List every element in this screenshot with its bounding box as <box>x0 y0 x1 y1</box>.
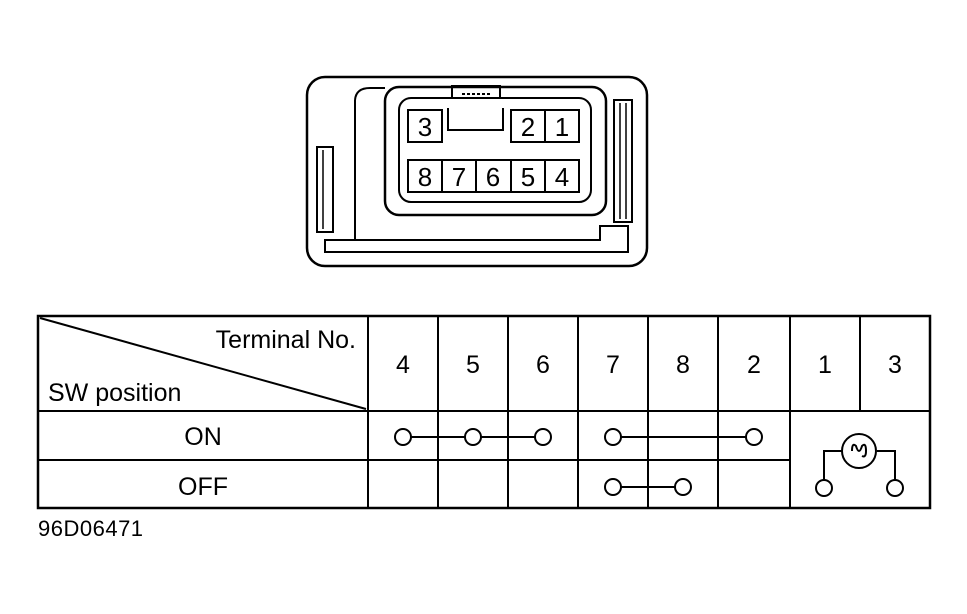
connector-outer-housing <box>305 75 649 268</box>
sw-position-header: SW position <box>48 379 181 407</box>
terminal-node-5 <box>464 428 482 446</box>
pin-label-2: 2 <box>521 112 535 142</box>
terminal-node-8-off <box>674 478 692 496</box>
terminal-header-7: 7 <box>606 351 620 379</box>
terminal-node-6 <box>534 428 552 446</box>
locking-tab <box>447 108 504 131</box>
terminal-header-8: 8 <box>676 351 690 379</box>
left-rib <box>316 146 334 233</box>
figure-id-caption: 96D06471 <box>38 516 144 541</box>
table-text: Terminal No. SW position 4 5 6 7 8 2 1 3… <box>48 326 902 501</box>
terminal-header-4: 4 <box>396 351 410 379</box>
connector-boss-side <box>354 87 385 240</box>
terminal-node-3 <box>886 479 904 497</box>
locking-tab-top <box>451 85 501 99</box>
off-row-continuity <box>604 478 692 496</box>
right-rib <box>613 99 633 223</box>
switch-connector <box>305 75 649 268</box>
terminal-node-7 <box>604 428 622 446</box>
terminal-header-5: 5 <box>466 351 480 379</box>
pin-label-4: 4 <box>555 162 569 192</box>
terminal-header-3: 3 <box>888 351 902 379</box>
terminal-node-2 <box>745 428 763 446</box>
pin-label-3: 3 <box>418 112 432 142</box>
bulb-icon <box>815 433 904 497</box>
terminal-node-4 <box>394 428 412 446</box>
pin-label-8: 8 <box>418 162 432 192</box>
row-label-off: OFF <box>178 473 228 501</box>
pin-label-5: 5 <box>521 162 535 192</box>
connector-base-plate <box>324 225 629 253</box>
terminal-header-1: 1 <box>818 351 832 379</box>
pin-label-1: 1 <box>555 112 569 142</box>
pin-label-6: 6 <box>486 162 500 192</box>
terminal-no-header: Terminal No. <box>216 326 356 354</box>
terminal-header-2: 2 <box>747 351 761 379</box>
continuity-table <box>36 314 932 510</box>
pin-label-7: 7 <box>452 162 466 192</box>
header-diagonal <box>39 317 367 410</box>
connector-inner-boss <box>383 85 608 217</box>
terminal-node-1 <box>815 479 833 497</box>
terminal-header-6: 6 <box>536 351 550 379</box>
row-label-on: ON <box>184 423 222 451</box>
terminal-node-7-off <box>604 478 622 496</box>
connector-pin-labels: 3 2 1 8 7 6 5 4 <box>418 112 569 192</box>
on-row-continuity <box>394 428 763 446</box>
